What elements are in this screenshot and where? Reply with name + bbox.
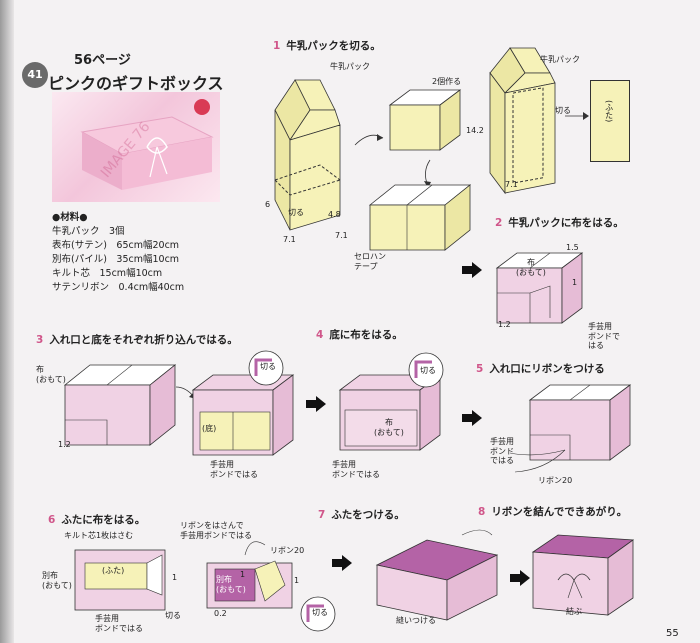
label-ribbon-glue: リボンをはさんで 手芸用ボンドではる — [180, 521, 252, 540]
taped-boxes-diagram — [368, 184, 472, 251]
label-cloth-front: 布 (おもて) — [516, 258, 546, 277]
arrow-icon — [354, 134, 384, 146]
arrow-right-icon — [510, 570, 530, 586]
lid-ribbon-diagram — [206, 541, 293, 609]
label-cellophane-tape: セロハン テープ — [354, 252, 386, 271]
dim-14-2: 14.2 — [466, 126, 484, 135]
cloth-box-step3-diagram — [63, 364, 177, 446]
arrow-right-icon — [306, 396, 326, 412]
dim-7-1-a: 7.1 — [283, 235, 296, 244]
label-cut: 切る — [288, 208, 304, 217]
lid-attached-diagram — [375, 529, 499, 621]
detail-circle-cut — [408, 352, 444, 388]
bottom-fold-diagram — [191, 374, 295, 456]
label-cloth-front: 布 (おもて) — [36, 365, 66, 384]
photo-gift-box-illustration — [80, 99, 214, 190]
arrow-icon — [565, 112, 589, 120]
dim-1-2: 1.2 — [58, 440, 71, 449]
dim-7-1-c: 7.1 — [505, 180, 518, 189]
arrow-right-icon — [332, 555, 352, 571]
dim-1: 1 — [294, 576, 300, 585]
dim-1: 1 — [572, 278, 578, 287]
recipe-badge-number: 41 — [27, 68, 43, 81]
label-cut: 切る — [260, 362, 276, 371]
lid-cloth-diagram — [74, 549, 166, 611]
dim-1: 1 — [172, 573, 178, 582]
page-reference: 56ページ — [74, 53, 131, 68]
label-other-cloth-front: 別布 (おもて) — [42, 571, 72, 590]
material-item: 別布(パイル) 35cm幅10cm — [52, 254, 180, 265]
recipe-badge: 41 — [22, 62, 48, 88]
open-box-diagram — [388, 89, 462, 151]
label-quilt-fold: キルト芯1枚はさむ — [64, 531, 134, 540]
label-glue: 手芸用 ボンドではる — [95, 614, 143, 633]
dim-1-2: 1.2 — [498, 320, 511, 329]
milk-carton-diagram — [274, 79, 341, 231]
label-milk-pack: 牛乳パック — [540, 55, 580, 64]
material-item: キルト芯 15cm幅10cm — [52, 268, 163, 279]
label-ribbon-20: リボン20 — [538, 476, 573, 485]
detail-circle-cut — [300, 596, 336, 632]
material-item: サテンリボン 0.4cm幅40cm — [52, 282, 185, 293]
dim-4-8: 4.8 — [328, 210, 341, 219]
dim-7-1-b: 7.1 — [335, 231, 348, 240]
dim-1-5: 1.5 — [566, 243, 579, 252]
label-cut: 切る — [165, 611, 181, 620]
label-glue: 手芸用 ボンド ではる — [490, 437, 514, 466]
lid-cut-piece — [590, 80, 630, 162]
label-tie: 結ぶ — [566, 607, 582, 616]
material-item: 表布(サテン) 65cm幅20cm — [52, 240, 180, 251]
material-item: 牛乳パック 3個 — [52, 226, 125, 237]
page-number: 55 — [666, 628, 679, 639]
label-sew: 縫いつける — [396, 616, 436, 625]
label-cloth-front: 布 (おもて) — [374, 418, 404, 437]
ribbon-line — [509, 449, 566, 473]
label-other-cloth-front: 別布 (おもて) — [216, 575, 246, 594]
materials-heading: ●材料● — [52, 212, 88, 223]
arrow-icon — [424, 159, 431, 188]
recipe-title: ピンクのギフトボックス — [48, 74, 224, 93]
label-ribbon-20: リボン20 — [270, 546, 305, 555]
label-make-two: 2個作る — [432, 77, 462, 86]
cloth-box-diagram — [495, 252, 584, 324]
label-lid: (ふた) — [102, 566, 125, 575]
detail-circle-cut — [248, 350, 284, 386]
product-photo: IMAGE 76 — [52, 92, 220, 202]
label-milk-pack: 牛乳パック — [330, 62, 370, 71]
label-lid: (ふた) — [604, 100, 614, 123]
label-cut: 切る — [555, 106, 571, 115]
arrow-right-icon — [462, 262, 482, 278]
ribbon-box-diagram — [528, 384, 632, 461]
label-bottom: (底) — [202, 424, 217, 433]
label-glue: 手芸用 ボンドで はる — [588, 322, 620, 351]
label-cut: 切る — [420, 366, 436, 375]
arrow-right-icon — [462, 410, 482, 426]
dim-6: 6 — [265, 200, 271, 209]
tall-carton-diagram — [489, 47, 556, 195]
label-glue: 手芸用 ボンドではる — [332, 460, 380, 479]
dim-0-2: 0.2 — [214, 609, 227, 618]
label-glue: 手芸用 ボンドではる — [210, 460, 258, 479]
dim-1: 1 — [240, 570, 246, 579]
page-spine-shadow — [0, 0, 14, 643]
label-cut: 切る — [312, 608, 328, 617]
finished-box-diagram — [531, 534, 635, 616]
